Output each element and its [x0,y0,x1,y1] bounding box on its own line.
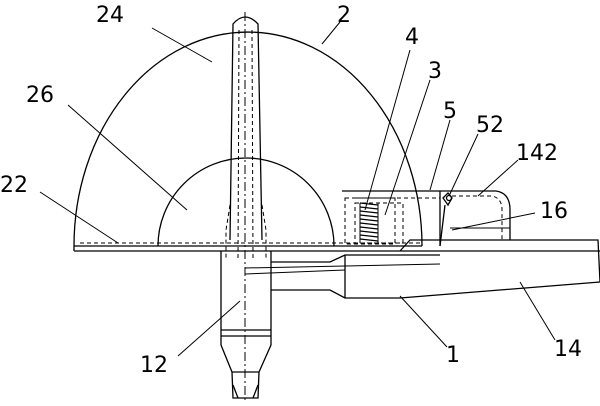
spring-4 [359,202,379,242]
compartment-inner [354,202,404,244]
extension-box [399,239,600,299]
arm-inner-2 [244,269,346,275]
leader-4 [364,49,411,211]
rod-taper [225,204,267,260]
label-52: 52 [476,113,504,138]
handle-body [220,251,272,399]
arm-inner [244,263,441,269]
label-4: 4 [405,25,419,50]
handle-tip [232,384,259,399]
outer-dome-shell [73,31,423,247]
spring-compartment [344,197,396,245]
label-1: 1 [446,343,460,368]
leader-16 [451,212,536,231]
leader-5 [429,119,451,191]
leader-3 [384,79,431,216]
leader-22 [39,191,119,244]
housing-142 [342,190,511,246]
leader-142 [477,159,519,197]
connecting-arm-lower [271,289,400,299]
switch-pivot-52 [445,194,453,202]
rod-inner-left [237,29,240,261]
leader-24 [151,27,213,63]
label-12: 12 [140,353,168,378]
connecting-arm [271,254,440,263]
label-24: 24 [96,3,124,28]
rod-inner-right [251,29,254,261]
label-14: 14 [554,337,582,362]
housing-142-inner [452,195,503,240]
label-3: 3 [428,59,442,84]
leader-52 [448,133,479,197]
label-5: 5 [443,99,457,124]
leader-14 [519,281,556,341]
leader-26 [67,104,188,211]
leader-1 [399,295,448,348]
leader-2 [321,21,341,45]
label-16: 16 [540,199,568,224]
leader-12 [177,300,241,357]
switch-stem [439,204,446,247]
label-22: 22 [0,173,28,198]
label-2: 2 [337,3,351,28]
label-26: 26 [26,83,54,108]
label-142: 142 [516,141,558,166]
inner-dome [157,157,335,247]
rod-upper [229,16,263,241]
